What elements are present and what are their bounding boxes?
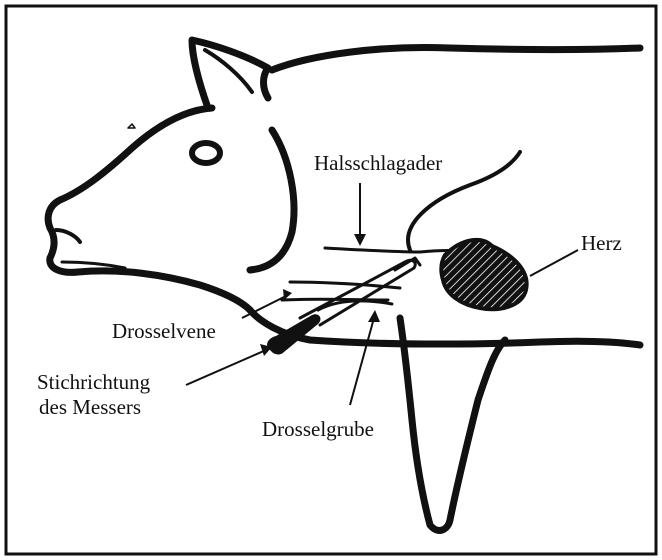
arrow-stichrichtung [186,344,272,385]
pig-cheek-line [250,130,294,270]
label-stichrichtung-line1: Stichrichtung [37,370,151,394]
small-mark [128,124,135,128]
figure-frame [6,6,656,554]
pig-snout-detail [56,230,80,242]
label-herz: Herz [581,231,622,255]
pig-back-line [272,47,640,70]
pig-front-leg [400,318,505,530]
arrow-herz [530,250,578,276]
arrow-halsschlagader [354,183,366,246]
knife-handle [267,314,320,354]
pig-chin [62,262,125,268]
heart-shape [441,240,526,309]
pig-eye [192,143,220,163]
pig-head-outline [48,108,250,310]
label-drosselgrube: Drosselgrube [262,417,374,441]
label-drosselvene: Drosselvene [112,319,216,343]
label-stichrichtung-line2: des Messers [39,395,141,419]
label-halsschlagader: Halsschlagader [314,151,442,175]
arrow-drosselgrube [350,310,380,405]
arrow-drosselvene [242,289,292,318]
